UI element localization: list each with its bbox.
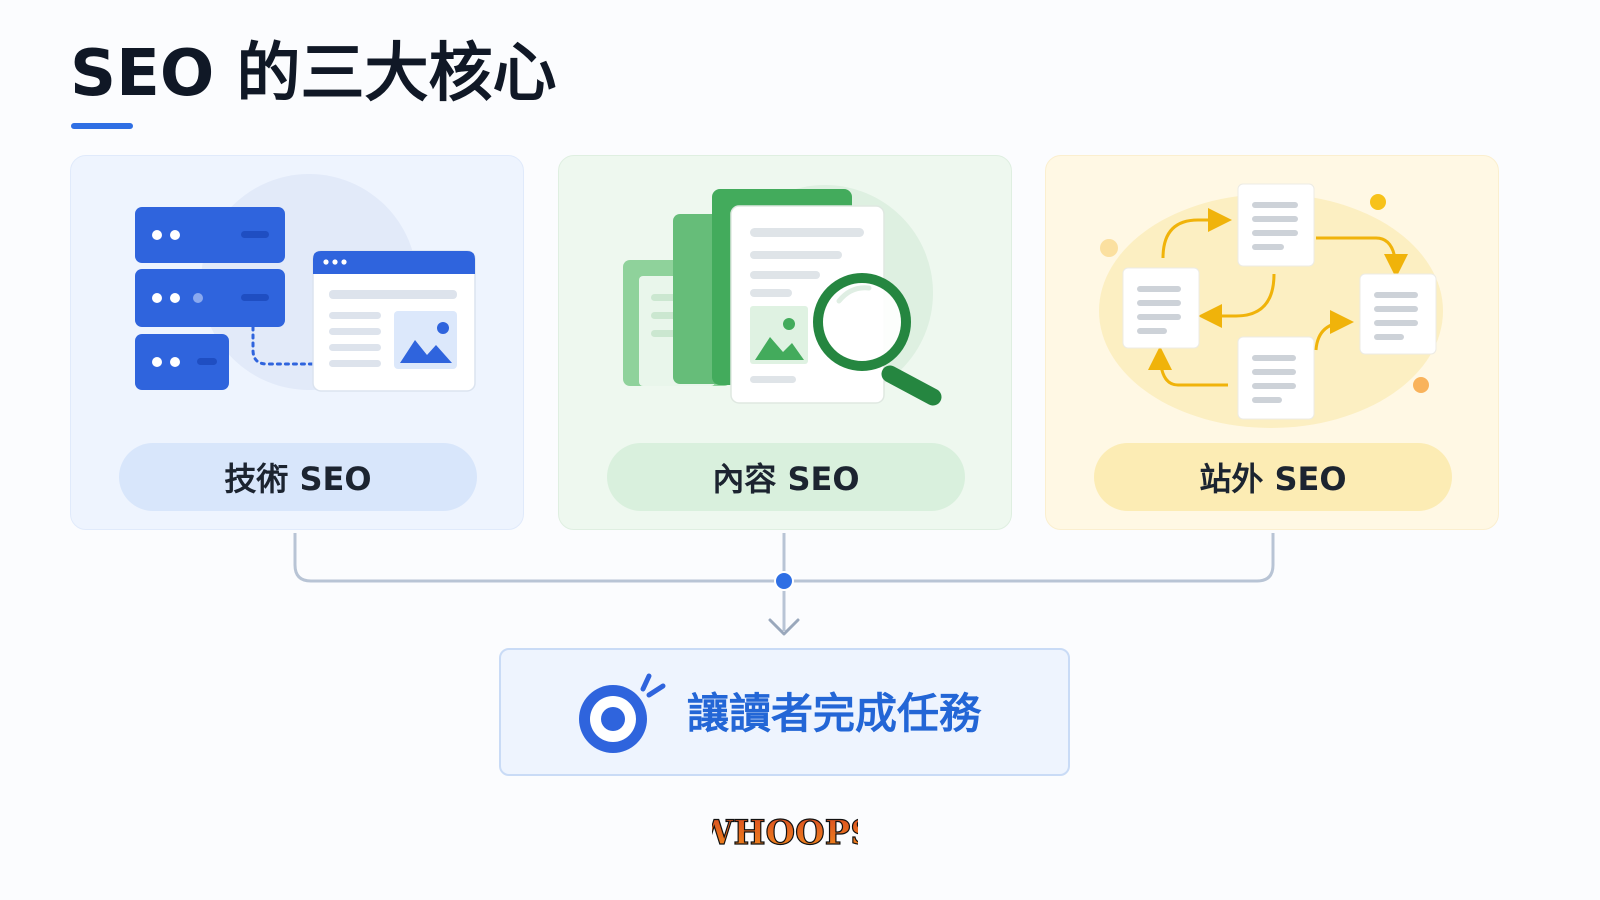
whoops-logo: WHOOPS bbox=[712, 812, 858, 853]
title-underline bbox=[71, 123, 133, 129]
linked-pages-network-icon bbox=[1099, 183, 1443, 428]
target-icon bbox=[579, 673, 666, 753]
technical-seo-label: 技術 SEO bbox=[119, 443, 477, 511]
goal-box: 讓讀者完成任務 bbox=[499, 648, 1070, 776]
technical-seo-card: 技術 SEO bbox=[70, 155, 524, 530]
whoops-logo-text: WHOOPS bbox=[712, 813, 858, 853]
offsite-seo-label: 站外 SEO bbox=[1094, 443, 1452, 511]
document-search-icon bbox=[623, 185, 942, 406]
page-title: SEO 的三大核心 bbox=[70, 37, 557, 111]
goal-label: 讓讀者完成任務 bbox=[687, 689, 982, 738]
server-to-webpage-icon bbox=[135, 174, 476, 392]
offsite-seo-card: 站外 SEO bbox=[1045, 155, 1499, 530]
content-seo-label: 內容 SEO bbox=[607, 443, 965, 511]
content-seo-card: 內容 SEO bbox=[558, 155, 1012, 530]
